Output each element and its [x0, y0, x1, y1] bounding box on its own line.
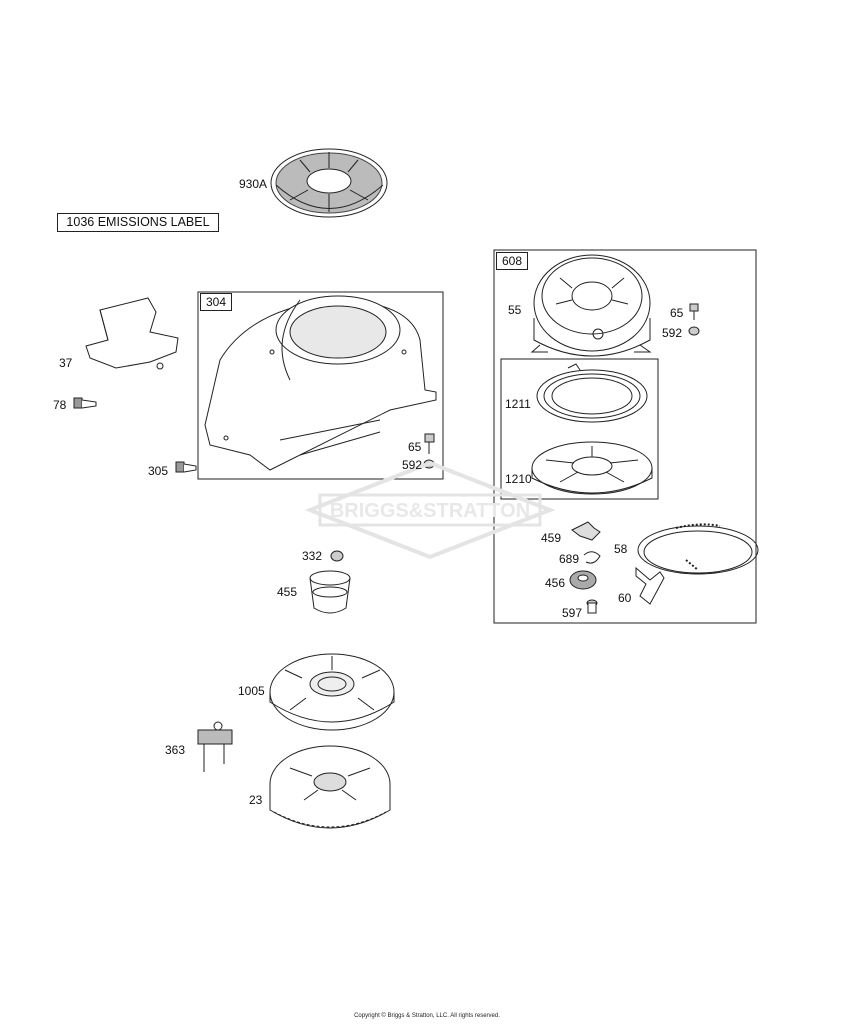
part-37-shield [85, 297, 179, 370]
part-597-screw [586, 599, 598, 614]
part-305-screw [175, 461, 197, 473]
part-930a-grille [270, 148, 388, 218]
part-label-1211: 1211 [505, 397, 531, 411]
part-label-58: 58 [614, 542, 628, 556]
part-363-bracket [197, 721, 233, 772]
part-78-screw [73, 397, 97, 409]
part-label-455: 455 [277, 585, 298, 599]
part-label-23: 23 [249, 793, 263, 807]
part-label-592a: 592 [402, 458, 423, 472]
part-label-78: 78 [53, 398, 67, 412]
part-592-nut-b [688, 326, 700, 336]
part-label-597: 597 [562, 606, 583, 620]
emissions-label-box: 1036 EMISSIONS LABEL [57, 213, 219, 232]
part-456-retainer [569, 570, 597, 590]
part-label-1005: 1005 [238, 684, 265, 698]
part-label-332: 332 [302, 549, 323, 563]
part-label-37: 37 [59, 356, 73, 370]
part-55-starter-cover [530, 254, 652, 357]
part-label-459: 459 [541, 531, 562, 545]
copyright-notice: Copyright © Briggs & Stratton, LLC. All … [354, 1013, 500, 1019]
part-65-bolt-b [689, 303, 699, 320]
part-label-305: 305 [148, 464, 169, 478]
part-label-689: 689 [559, 552, 580, 566]
group-box-608 [493, 249, 757, 624]
svg-text:BRIGGS&STRATTON: BRIGGS&STRATTON [330, 500, 530, 522]
part-label-1210: 1210 [505, 472, 532, 486]
part-1005-fan [269, 653, 395, 731]
part-58-starter-rope [637, 523, 759, 575]
brand-watermark-logo: BRIGGS&STRATTON [304, 460, 556, 560]
part-label-65a: 65 [408, 440, 422, 454]
part-1211-rewind-spring [536, 363, 648, 423]
box-label-304: 304 [200, 293, 233, 311]
group-box-304 [197, 291, 444, 480]
part-label-363: 363 [165, 743, 186, 757]
part-332-nut [330, 550, 344, 562]
part-689-retainer [583, 551, 601, 564]
part-label-592b: 592 [662, 326, 683, 340]
box-label-608: 608 [496, 252, 529, 270]
part-label-60: 60 [618, 591, 632, 605]
part-label-65b: 65 [670, 306, 684, 320]
part-23-flywheel [269, 745, 391, 829]
part-459-dog [571, 521, 601, 541]
part-455-cup [309, 570, 351, 614]
part-304-blower-housing [204, 295, 437, 471]
part-60-handle [635, 566, 665, 605]
part-label-456: 456 [545, 576, 566, 590]
part-65-bolt-a [424, 433, 435, 454]
part-label-55: 55 [508, 303, 522, 317]
part-1210-pulley [531, 441, 653, 495]
group-box-rewind [500, 358, 659, 500]
part-label-930a: 930A [239, 177, 268, 191]
